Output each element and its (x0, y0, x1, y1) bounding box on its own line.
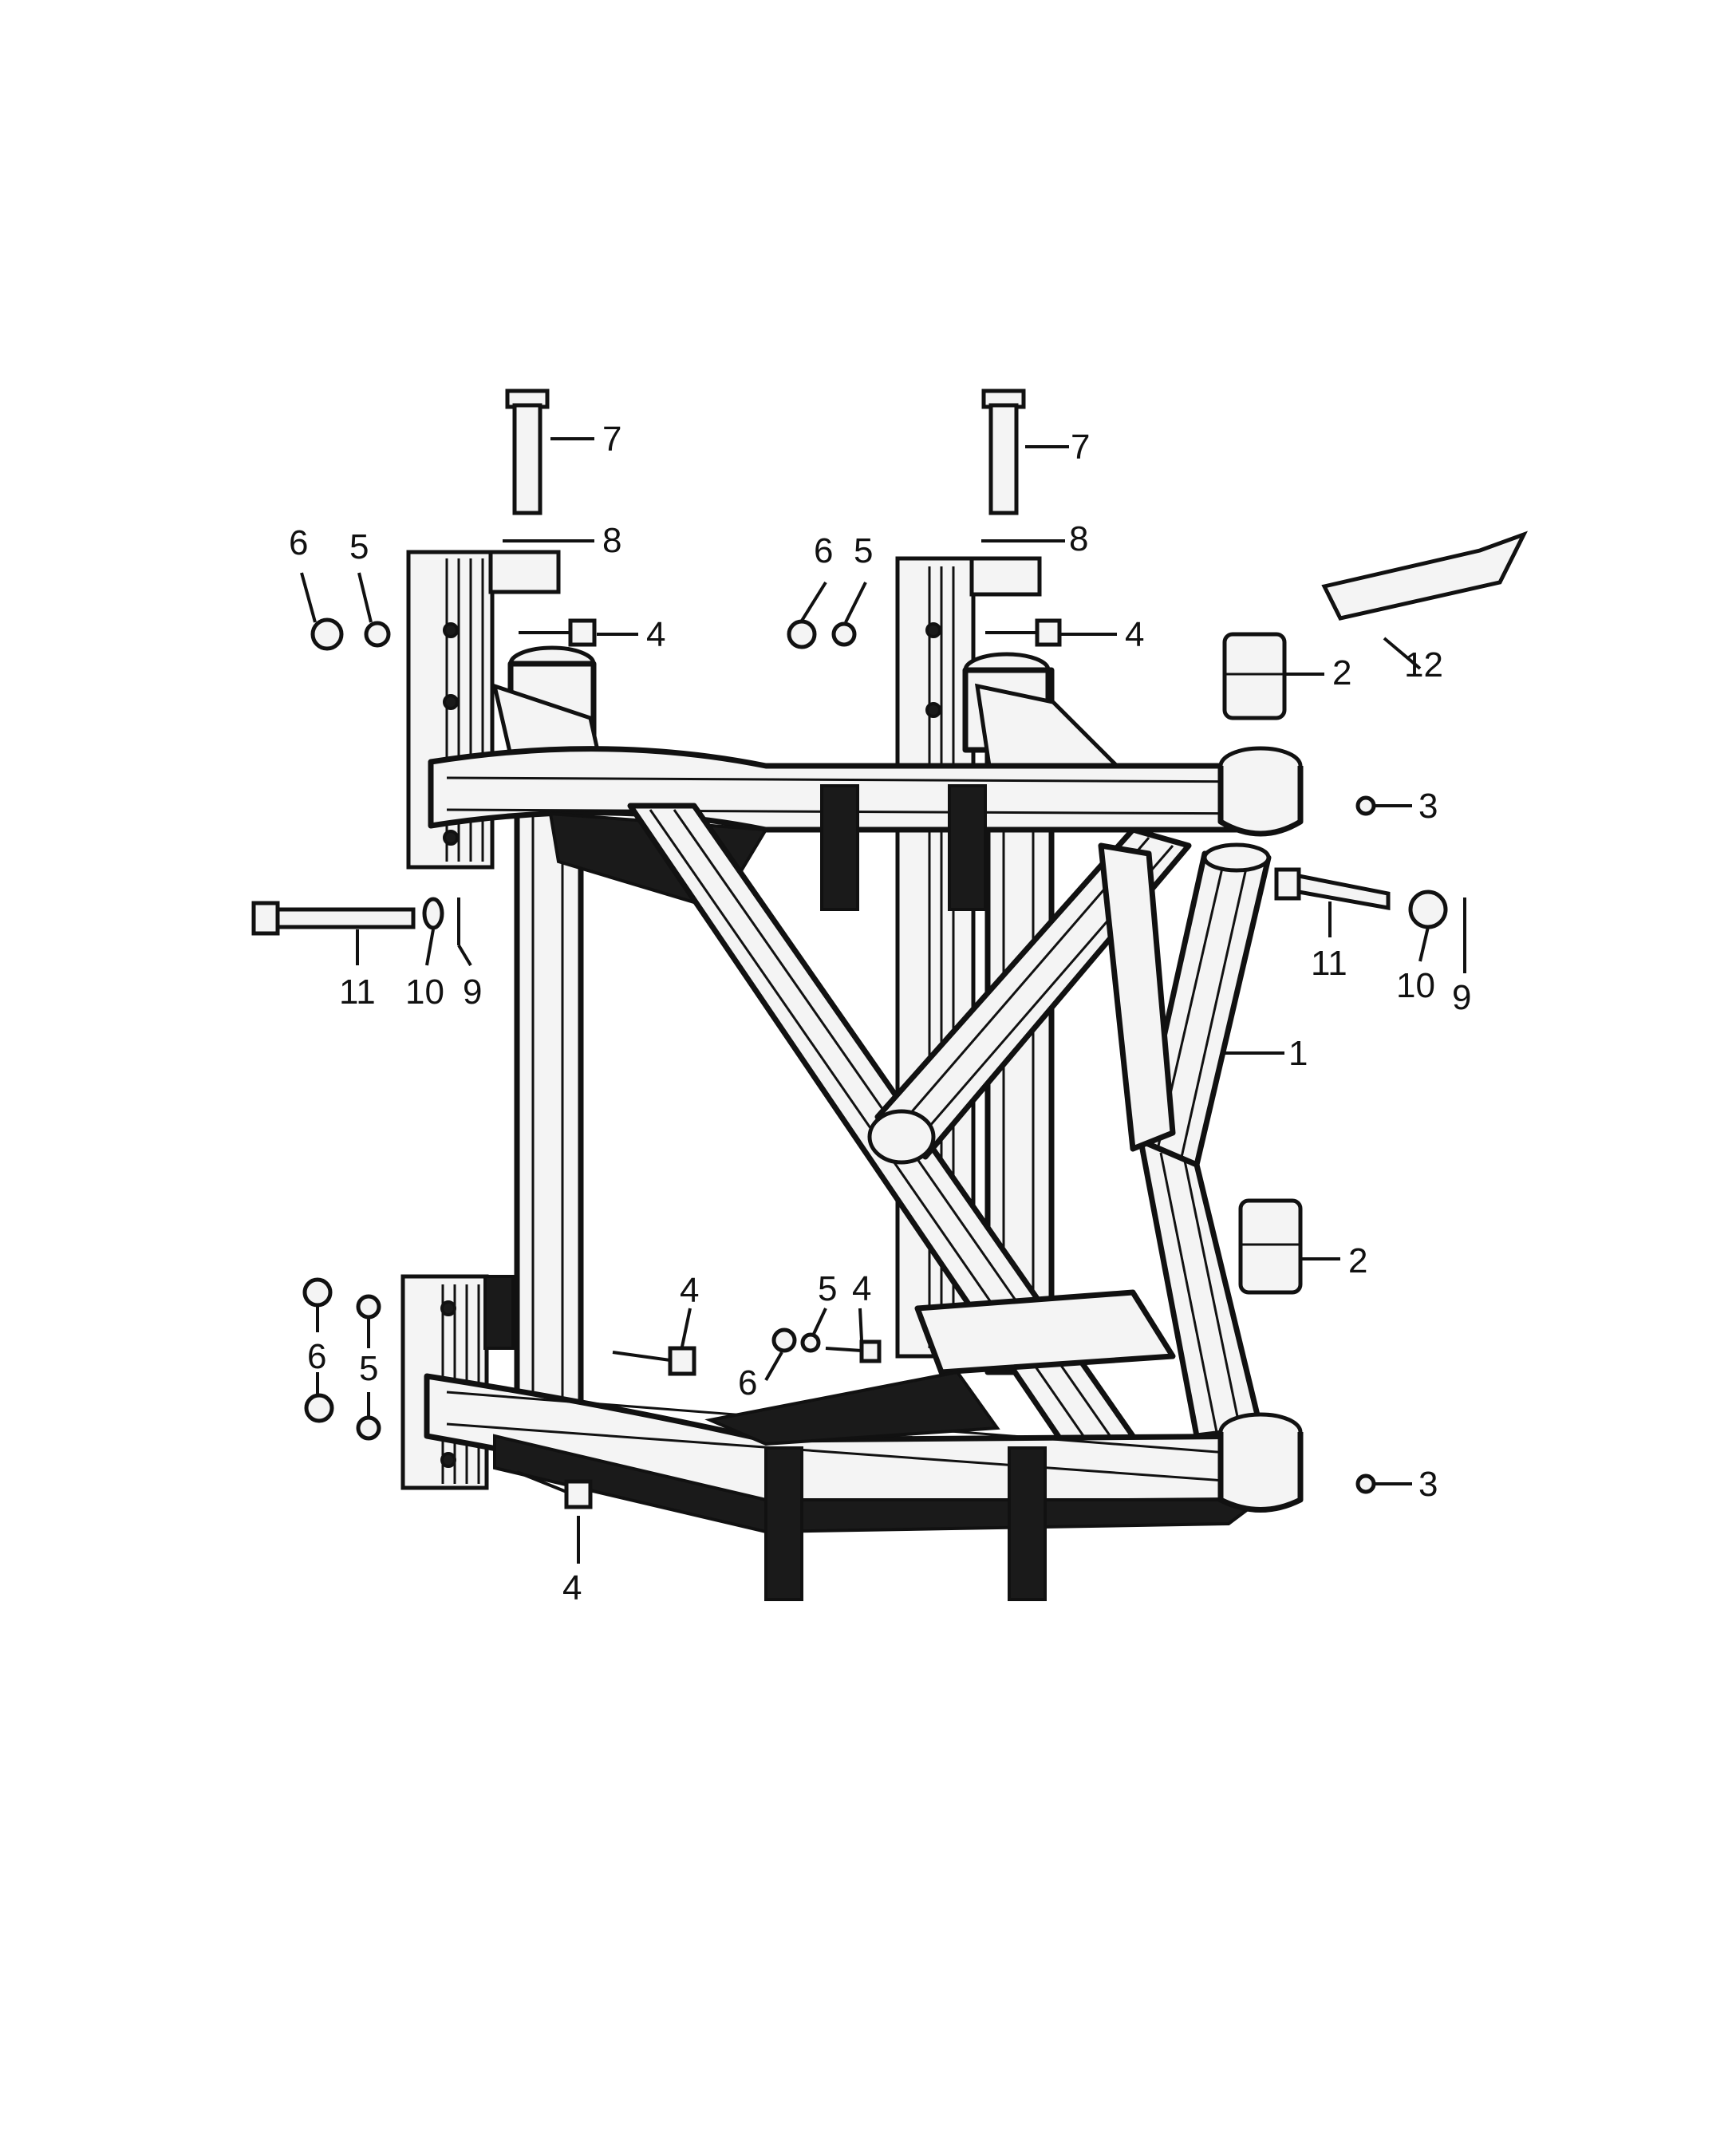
washer-top-left (364, 621, 391, 648)
nut-top-center (787, 619, 817, 649)
washer-left (422, 897, 444, 930)
lower-clamp-right (1008, 1446, 1047, 1601)
long-bolt-right (1274, 867, 1391, 910)
callout-4-lower-center: 4 (680, 1271, 699, 1310)
callout-4-top-right: 4 (1125, 615, 1144, 654)
wedge-block (1321, 531, 1529, 621)
rear-inner-strut (1098, 842, 1176, 1152)
callout-4-lower-center-right: 4 (852, 1269, 871, 1308)
callout-11-right: 11 (1311, 944, 1347, 983)
bush-lower (1238, 1198, 1303, 1295)
washer-lower-left-b (356, 1415, 381, 1441)
callout-4-top-left: 4 (646, 615, 665, 654)
washer-right (1408, 890, 1448, 929)
frame-assembly (400, 550, 1304, 1601)
callout-7-right: 7 (1071, 428, 1090, 467)
callout-6-lower-center: 6 (738, 1363, 757, 1402)
callout-5-top-center: 5 (854, 531, 873, 570)
nut-lower-left-a (302, 1277, 333, 1308)
callout-10-right: 10 (1396, 966, 1435, 1005)
grease-nipple-upper (1355, 795, 1376, 816)
lower-rear-cross-tube (914, 1289, 1176, 1375)
pivot-pin-right (981, 389, 1026, 515)
lower-inner-shadow (704, 1370, 1000, 1446)
callout-2-upper-bush: 2 (1332, 653, 1351, 692)
callout-5-lower-left: 5 (359, 1349, 378, 1388)
callout-3-lower: 3 (1418, 1465, 1438, 1504)
callout-9-left: 9 (463, 972, 482, 1012)
bolt-top-left (519, 618, 597, 647)
loose-parts (251, 389, 1529, 1509)
callout-6-top-center: 6 (814, 531, 833, 570)
pivot-pin-left (505, 389, 550, 515)
callout-5-lower-center: 5 (818, 1269, 837, 1308)
upper-clamp-right (948, 784, 987, 911)
nut-lower-left-b (304, 1393, 334, 1423)
bush-upper (1222, 632, 1287, 720)
callout-8-left: 8 (602, 521, 621, 560)
nut-lower-center (771, 1328, 797, 1353)
callout-10-left: 10 (405, 972, 444, 1012)
bolt-lower-center-right (825, 1339, 882, 1363)
bolt-top-right (985, 618, 1062, 647)
washer-lower-left-a (356, 1294, 381, 1320)
grease-nipple-lower (1355, 1473, 1376, 1494)
long-bolt-left (251, 901, 416, 936)
callout-3-upper: 3 (1418, 787, 1438, 826)
callout-12-wedge: 12 (1404, 645, 1443, 684)
callout-6-top-left: 6 (289, 523, 308, 562)
leader-lines (300, 437, 1466, 1564)
upper-clamp-left (820, 784, 859, 911)
nut-top-left (310, 617, 344, 651)
lower-clamp-left (764, 1446, 803, 1601)
callout-6-lower-left: 6 (307, 1337, 326, 1376)
washer-top-center (831, 621, 857, 647)
callout-7-left: 7 (602, 420, 621, 459)
callout-4-lower-left: 4 (562, 1568, 582, 1608)
bolt-lower-center (612, 1346, 696, 1376)
callout-9-right: 9 (1452, 978, 1471, 1017)
callout-labels: 7 8 6 5 4 7 8 6 5 4 12 2 3 11 10 9 11 10… (289, 420, 1471, 1608)
callout-8-right: 8 (1069, 519, 1088, 558)
callout-5-top-left: 5 (349, 527, 369, 566)
callout-2-lower-bush: 2 (1348, 1241, 1367, 1280)
bolt-lower-left (516, 1470, 593, 1509)
callout-11-left: 11 (339, 972, 376, 1012)
washer-lower-center (800, 1332, 821, 1353)
callout-1-frame: 1 (1288, 1034, 1308, 1073)
